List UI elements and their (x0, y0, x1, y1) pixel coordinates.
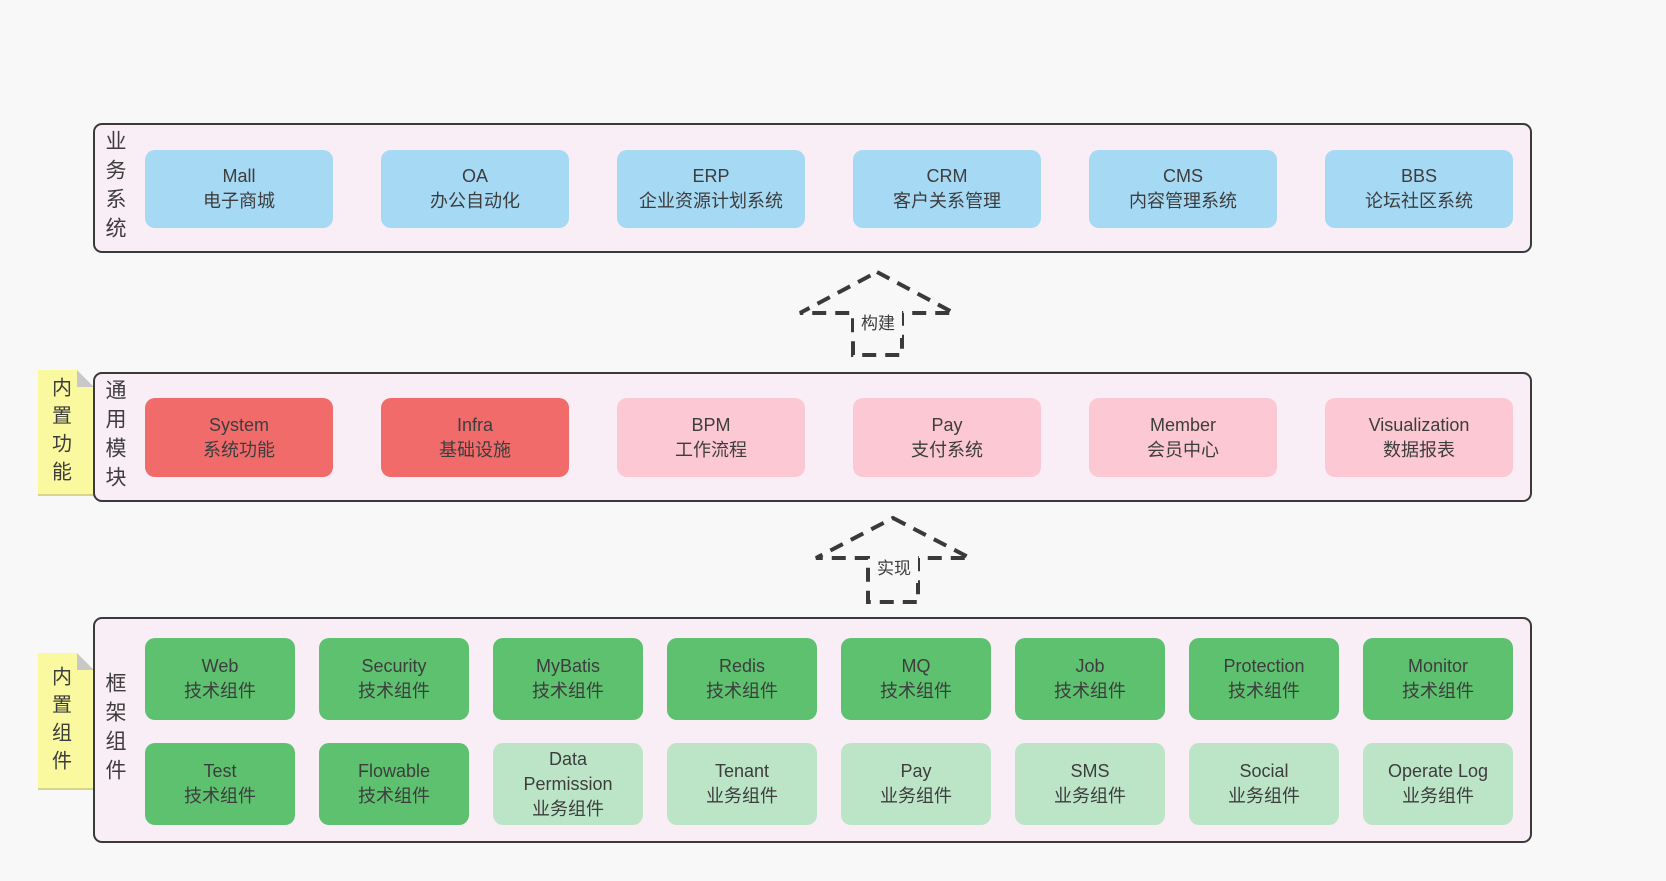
box-name: MyBatis (535, 656, 600, 676)
box-desc: 系统功能 (203, 439, 275, 460)
box-desc: 数据报表 (1383, 439, 1455, 460)
box-desc: 办公自动化 (430, 191, 520, 211)
box-desc: 企业资源计划系统 (639, 191, 783, 211)
framework-layer-label: 框架组件 (103, 672, 126, 788)
box-name: Pay (931, 414, 963, 435)
box-name: Monitor (1407, 656, 1469, 676)
box-web: Web 技术组件 (145, 638, 295, 720)
box-name: OA (461, 166, 488, 186)
box-name: Data Permission (523, 748, 613, 794)
box-name: Web (201, 656, 239, 676)
box-monitor: Monitor 技术组件 (1363, 638, 1513, 720)
box-erp: ERP 企业资源计划系统 (617, 150, 805, 228)
box-name: Pay (900, 761, 932, 781)
box-desc: 技术组件 (184, 786, 256, 806)
box-desc: 技术组件 (880, 681, 952, 701)
box-desc: 电子商城 (203, 191, 275, 211)
modules-layer-label: 通用模块 (103, 379, 126, 495)
box-name: Social (1239, 761, 1289, 781)
box-security: Security 技术组件 (319, 638, 469, 720)
box-name: Infra (456, 414, 494, 435)
box-social: Social 业务组件 (1189, 743, 1339, 825)
box-desc: 技术组件 (532, 681, 604, 701)
box-name: ERP (692, 166, 730, 186)
box-name: SMS (1070, 761, 1110, 781)
box-desc: 客户关系管理 (893, 191, 1001, 211)
box-cms: CMS 内容管理系统 (1089, 150, 1277, 228)
box-mall: Mall 电子商城 (145, 150, 333, 228)
box-desc: 基础设施 (439, 439, 511, 460)
box-job: Job 技术组件 (1015, 638, 1165, 720)
box-desc: 业务组件 (532, 798, 604, 819)
box-pay-biz: Pay 业务组件 (841, 743, 991, 825)
box-desc: 论坛社区系统 (1365, 191, 1473, 211)
box-oa: OA 办公自动化 (381, 150, 569, 228)
box-name: CMS (1163, 166, 1203, 186)
box-desc: 技术组件 (706, 681, 778, 701)
box-desc: 内容管理系统 (1129, 191, 1237, 211)
box-name: Flowable (357, 761, 431, 781)
box-name: Tenant (714, 761, 770, 781)
box-mq: MQ 技术组件 (841, 638, 991, 720)
sticky-note-builtin-features: 内置功能 (38, 370, 94, 496)
business-layer-label: 业务系统 (103, 130, 126, 246)
box-name: Visualization (1368, 414, 1470, 435)
box-tenant: Tenant 业务组件 (667, 743, 817, 825)
box-name: Security (361, 656, 427, 676)
box-name: Operate Log (1387, 761, 1489, 781)
box-redis: Redis 技术组件 (667, 638, 817, 720)
box-desc: 技术组件 (184, 681, 256, 701)
box-desc: 技术组件 (1054, 681, 1126, 701)
box-member: Member 会员中心 (1089, 398, 1277, 477)
box-name: Protection (1223, 656, 1305, 676)
box-name: Redis (718, 656, 766, 676)
box-system: System 系统功能 (145, 398, 333, 477)
box-name: System (208, 414, 269, 435)
box-bpm: BPM 工作流程 (617, 398, 805, 477)
box-desc: 业务组件 (1054, 786, 1126, 806)
box-test: Test 技术组件 (145, 743, 295, 825)
box-operate-log: Operate Log 业务组件 (1363, 743, 1513, 825)
box-name: MQ (901, 656, 931, 676)
box-name: CRM (926, 166, 968, 186)
implement-arrow-label: 实现 (870, 549, 918, 583)
box-visualization: Visualization 数据报表 (1325, 398, 1513, 477)
box-desc: 技术组件 (1402, 681, 1474, 701)
box-name: BPM (691, 414, 731, 435)
box-desc: 会员中心 (1147, 439, 1219, 460)
box-desc: 技术组件 (1228, 681, 1300, 701)
box-pay: Pay 支付系统 (853, 398, 1041, 477)
box-mybatis: MyBatis 技术组件 (493, 638, 643, 720)
box-desc: 业务组件 (706, 786, 778, 806)
box-name: Test (203, 761, 237, 781)
box-infra: Infra 基础设施 (381, 398, 569, 477)
box-desc: 业务组件 (1402, 786, 1474, 806)
box-name: Job (1075, 656, 1105, 676)
business-panel (93, 123, 1532, 253)
box-bbs: BBS 论坛社区系统 (1325, 150, 1513, 228)
sticky-note-builtin-components: 内置组件 (38, 653, 94, 790)
box-data-permission: Data Permission 业务组件 (493, 743, 643, 825)
box-desc: 技术组件 (358, 786, 430, 806)
box-flowable: Flowable 技术组件 (319, 743, 469, 825)
box-protection: Protection 技术组件 (1189, 638, 1339, 720)
box-name: Member (1149, 414, 1216, 435)
box-name: BBS (1400, 166, 1438, 186)
box-crm: CRM 客户关系管理 (853, 150, 1041, 228)
build-arrow-label: 构建 (854, 304, 902, 338)
box-desc: 工作流程 (675, 439, 747, 460)
box-sms: SMS 业务组件 (1015, 743, 1165, 825)
box-name: Mall (222, 166, 256, 186)
box-desc: 业务组件 (1228, 786, 1300, 806)
box-desc: 支付系统 (911, 439, 983, 460)
box-desc: 技术组件 (358, 681, 430, 701)
box-desc: 业务组件 (880, 786, 952, 806)
